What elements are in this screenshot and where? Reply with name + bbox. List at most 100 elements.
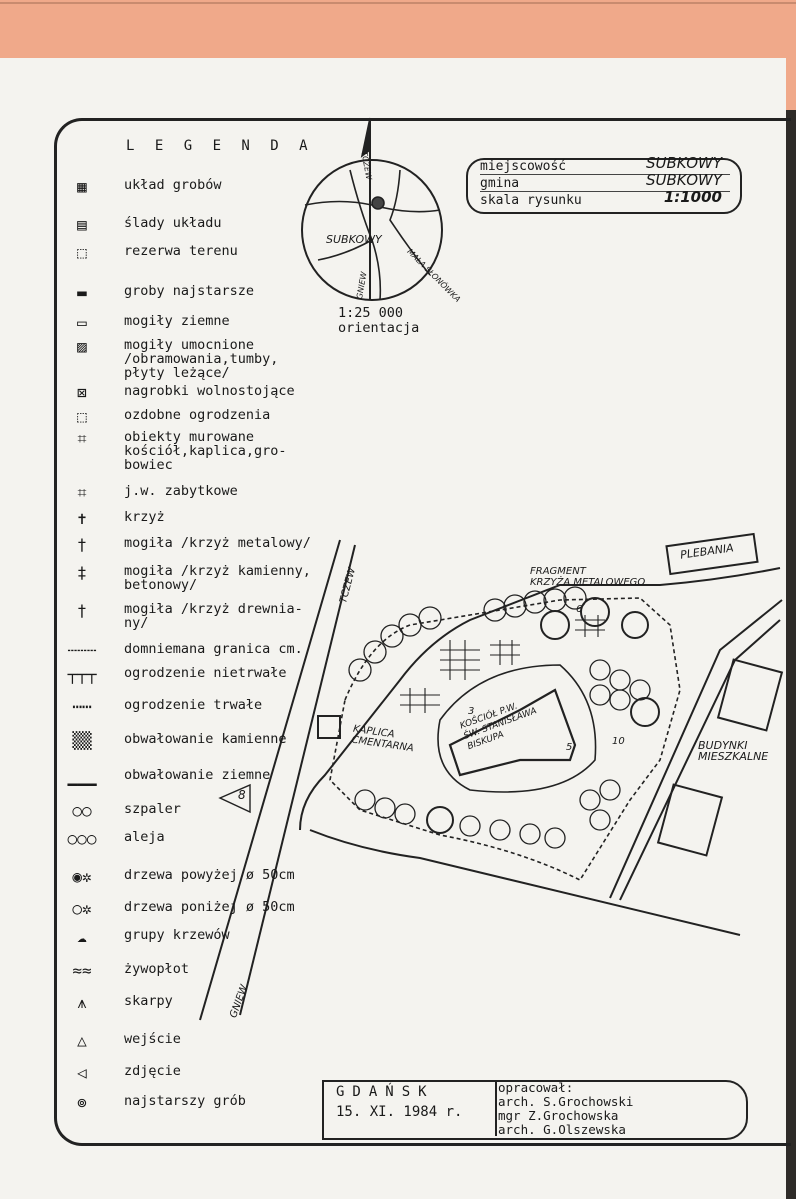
author-1: arch. S.Grochowski [498,1094,634,1109]
reinforced-grave-icon: ▨ [77,337,87,356]
legend-item-label: układ grobów [124,177,222,193]
earth-embankment-icon: ▁▁▁ [67,767,97,786]
ornamental-fence-icon: ⬚ [77,407,87,426]
presumed-boundary-icon: ┄┄┄ [67,641,97,660]
legend-title: L E G E N D A [126,138,314,154]
oldest-grave-icon: ⊚ [77,1093,87,1112]
orientation-label: orientacja [338,320,420,336]
legend-item-label: wejście [124,1031,181,1047]
legend-item-label: aleja [124,829,165,845]
scale-label: skala rysunku [480,193,582,208]
legend-item-label: ogrodzenie nietrwałe [124,665,287,681]
orientation-town: SUBKOWY [326,233,382,246]
tree-row-icon: ○○ [72,801,92,820]
entrance-icon: △ [77,1031,87,1050]
legend-item-label: groby najstarsze [124,283,255,299]
legend-item-label: mogiły umocnione /obramowania,tumby, pły… [124,337,279,381]
paper-sheet [0,58,786,1199]
legend-item-label: mogiły ziemne [124,313,230,329]
commune-label: gmina [480,176,520,191]
wooden-cross-icon: † [77,601,87,620]
legend-item-label: szpaler [124,801,181,817]
stone-cross-icon: ‡ [77,563,87,582]
grid-traces-icon: ▤ [77,215,87,234]
locality-label: miejscowość [480,159,567,174]
legend-item-label: ślady układu [124,215,222,231]
author-3: arch. G.Olszewska [498,1122,626,1137]
hedge-icon: ≈≈ [72,961,92,980]
legend-item-label: ogrodzenie trwałe [124,697,263,713]
permanent-fence-icon: ⋯⋯ [72,697,92,716]
avenue-icon: ○○○ [67,829,97,848]
large-tree-icon: ◉✲ [72,867,92,886]
legend-item-label: domniemana granica cm. [124,641,303,657]
slope-icon: ⩚ [77,993,87,1012]
freestanding-tombstone-icon: ⊠ [77,383,87,402]
small-tree-icon: ○✲ [72,899,92,918]
city: GDAŃSK [336,1084,435,1100]
author-2: mgr Z.Grochowska [498,1108,619,1123]
legend-item-label: nagrobki wolnostojące [124,383,295,399]
legend-item-label: grupy krzewów [124,927,230,943]
legend-item-label: najstarszy grób [124,1093,246,1109]
grave-grids [400,615,605,713]
legend-item-label: mogiła /krzyż metalowy/ [124,535,311,551]
residential-building [656,783,724,857]
tree-row [348,586,660,849]
reserve-area-icon: ⬚ [77,243,87,262]
fragment-label: FRAGMENT KRZYŻA METALOWEGO [530,566,646,588]
legend-item-label: obwałowanie ziemne [124,767,271,783]
photo-direction-marker [218,783,251,814]
stone-embankment-icon: ▒▒ [72,731,92,750]
legend-item-label: mogiła /krzyż kamienny, betonowy/ [124,563,311,593]
legend-item-label: rezerwa terenu [124,243,238,259]
legend-item-label: skarpy [124,993,173,1009]
masonry-building-icon: ⌗ [77,429,87,448]
map-number-3: 3 [468,706,475,717]
legend-item-label: j.w. zabytkowe [124,483,238,499]
legend-item-label: drzewa poniżej ø 50cm [124,899,295,915]
commune-line: gmina SUBKOWY [480,171,730,192]
grid-graves-icon: ▦ [77,177,87,196]
plebania-building [665,532,759,576]
date: 15. XI. 1984 r. [336,1104,463,1120]
residential-label: BUDYNKI MIESZKALNE [698,739,769,763]
earth-grave-icon: ▭ [77,313,87,332]
orientation-map [301,117,443,301]
metal-cross-icon: † [77,535,87,554]
drawing-frame [54,118,791,1146]
map-number-5: 5 [566,742,573,753]
chapel-building [317,715,341,739]
photo-icon: ◁ [77,1063,87,1082]
map-number-6: 6 [576,604,583,615]
historic-building-icon: ⌗ [77,483,87,502]
cross-icon: ✝ [77,509,87,528]
cemetery-boundary [329,597,681,882]
title-block [322,1080,748,1140]
locality-value: SUBKOWY [645,154,722,172]
legend-item-label: żywopłot [124,961,190,977]
prepared-label: opracował: [498,1080,574,1095]
legend-item-label: krzyż [124,509,165,525]
info-box [466,158,742,214]
scale-line: skala rysunku 1:1000 [480,188,730,208]
photo-number: 8 [238,788,246,802]
orientation-caption: 1:25 000 orientacja [338,306,419,336]
legend-item-label: zdjęcie [124,1063,181,1079]
temporary-fence-icon: ┬┬┬ [67,665,97,684]
church-building [437,664,597,793]
legend-item-label: obiekty murowane kościół,kaplica,gro- bo… [124,429,287,473]
commune-value: SUBKOWY [645,171,722,189]
locality-line: miejscowość SUBKOWY [480,154,730,175]
residential-building [716,658,784,732]
legend-item-label: ozdobne ogrodzenia [124,407,271,423]
legend-item-label: obwałowanie kamienne [124,731,287,747]
oldest-graves-icon: ▬ [77,283,87,302]
legend-item-label: drzewa powyżej ø 50cm [124,867,295,883]
map-number-10: 10 [612,736,625,747]
orientation-scale: 1:25 000 [338,305,404,321]
scale-value: 1:1000 [663,188,722,206]
shrub-group-icon: ☁ [77,927,87,946]
legend-item-label: mogiła /krzyż drewnia- ny/ [124,601,303,631]
